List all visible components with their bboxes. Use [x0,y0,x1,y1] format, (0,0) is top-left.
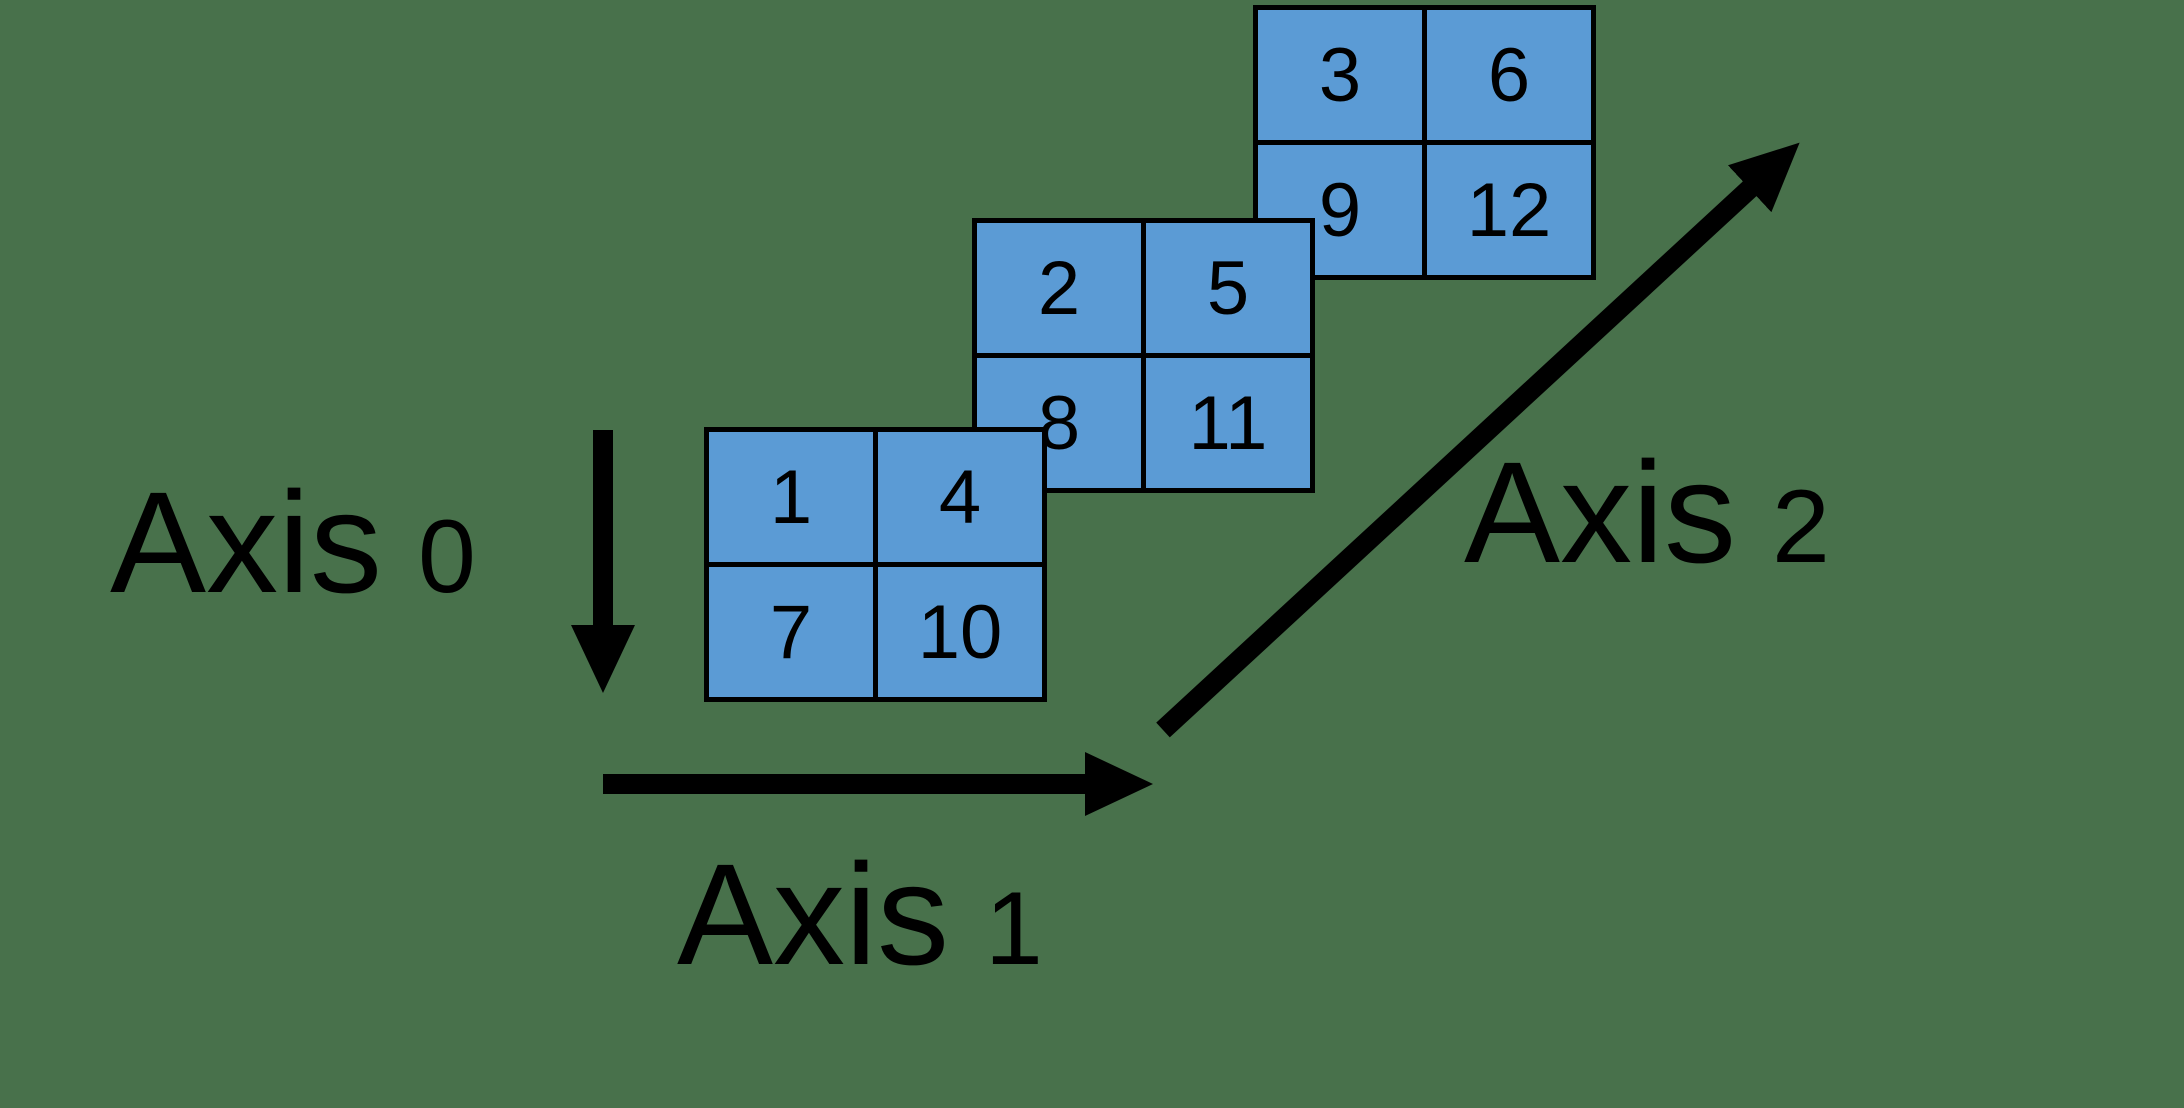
array-cell: 2 [977,223,1141,353]
array-cell: 6 [1427,10,1591,140]
array-slice-front: 1 4 7 10 [704,427,1047,702]
array-cell: 1 [709,432,873,562]
axis-1-label-number: 1 [985,871,1043,987]
array-cell: 5 [1146,223,1310,353]
axis-0-label-word: Axis [110,462,383,623]
axis-1-label-word: Axis [677,834,950,995]
array-cell: 4 [878,432,1042,562]
axis-2-label-number: 2 [1772,469,1830,585]
array-cell: 11 [1146,358,1310,488]
array-cell: 12 [1427,145,1591,275]
array-slice-middle: 2 5 8 11 [972,218,1315,493]
array-cell: 7 [709,567,873,697]
array-cell: 3 [1258,10,1422,140]
axis-2-diagonal-arrow-icon [1156,142,1800,738]
array-cell: 10 [878,567,1042,697]
array-slice-back: 3 6 9 12 [1253,5,1596,280]
axis-0-label-number: 0 [418,499,476,615]
axis-2-label-word: Axis [1464,432,1737,593]
